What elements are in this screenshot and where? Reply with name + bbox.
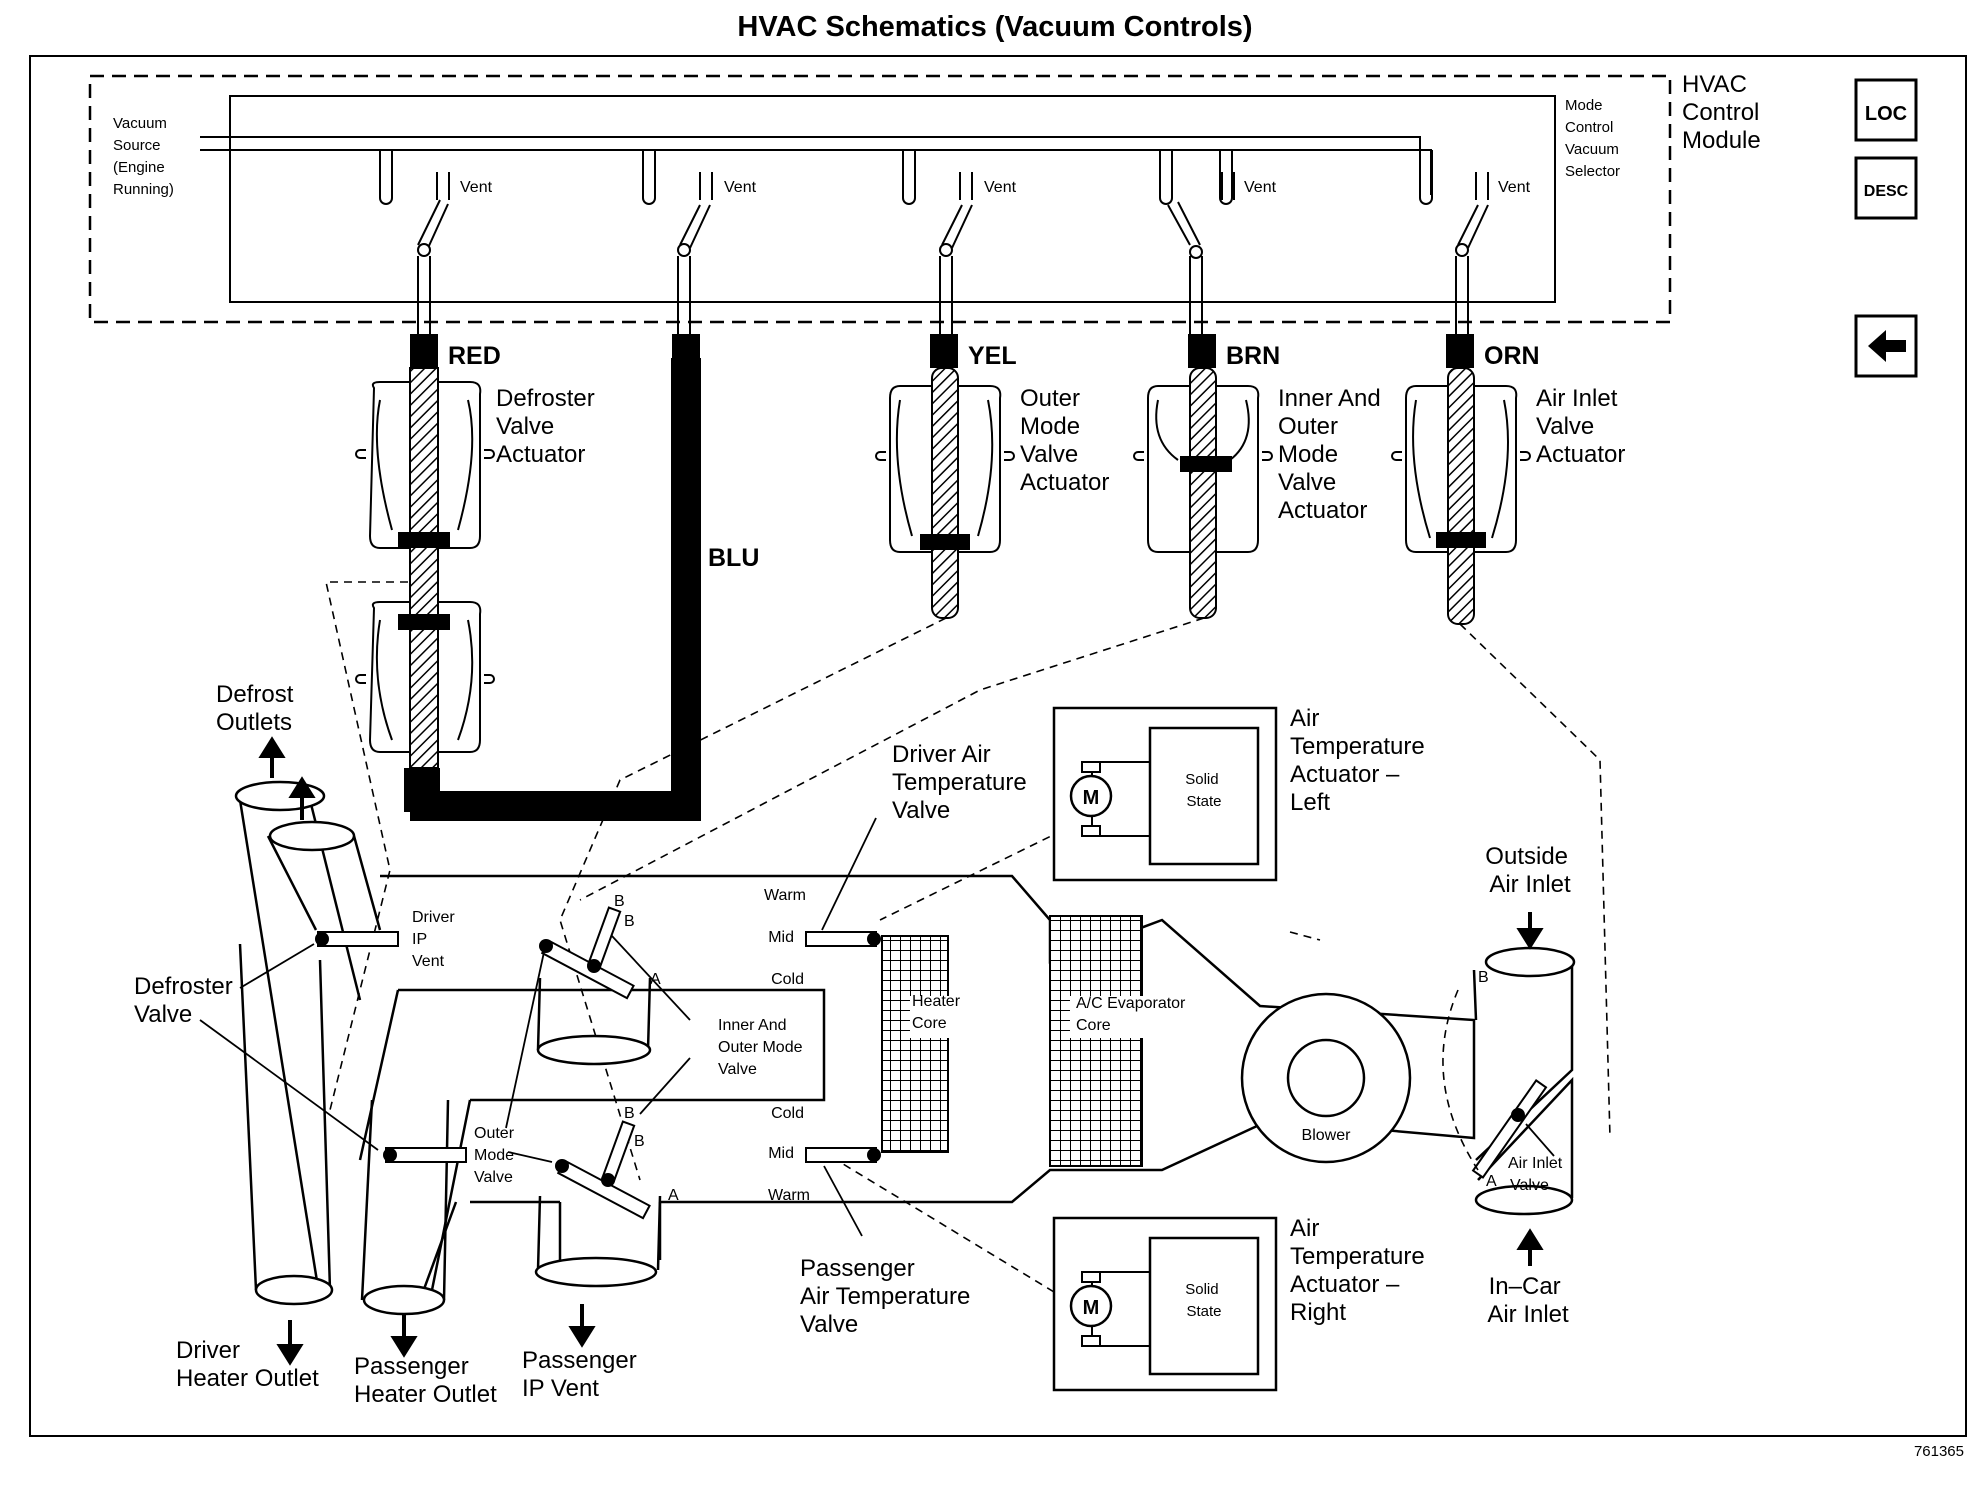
heater-core (881, 935, 949, 1153)
outside-air-inlet-label: Outside Air Inlet (1485, 843, 1574, 898)
driver-ip-vent-label: Driver IP Vent (412, 909, 459, 970)
valve-b-label-2: B (624, 913, 635, 930)
cold-top-label: Cold (771, 971, 804, 988)
vacuum-source-label: Vacuum Source (Engine Running) (113, 115, 174, 198)
in-car-air-inlet-label: In–Car Air Inlet (1487, 1273, 1569, 1328)
air-inlet-valve-actuator (1391, 367, 1531, 625)
defrost-outlets-label: Defrost Outlets (216, 681, 300, 736)
wire-red-label: RED (448, 342, 501, 370)
callout-lines (199, 817, 1555, 1237)
passenger-ip-vent-label: Passenger IP Vent (522, 1347, 643, 1402)
outlet-tubes (234, 780, 662, 1316)
wire-blu-label: BLU (708, 544, 759, 572)
left-arrow-icon (1868, 330, 1906, 362)
wire-brn-label: BRN (1226, 342, 1280, 370)
figure-number: 761365 (1914, 1443, 1964, 1460)
heater-core-label: Heater Core (912, 993, 964, 1032)
selector-switches (417, 199, 1489, 259)
motor-left-label: M (1083, 787, 1100, 809)
air-inlet-actuator-label: Air Inlet Valve Actuator (1536, 385, 1625, 468)
outer-mode-valve-label: Outer Mode Valve (474, 1125, 518, 1186)
vent-label-2: Vent (724, 179, 757, 196)
outer-mode-actuator-label: Outer Mode Valve Actuator (1020, 385, 1109, 496)
ac-evaporator-core (1049, 915, 1143, 1167)
inlet-a-label: A (1486, 1173, 1497, 1190)
valve-a-label-1: A (650, 971, 661, 988)
mode-valve-flaps (315, 906, 881, 1220)
driver-heater-outlet-label: Driver Heater Outlet (176, 1337, 319, 1392)
inner-outer-mode-actuator-label: Inner And Outer Mode Valve Actuator (1278, 385, 1387, 524)
wire-orn-label: ORN (1484, 342, 1540, 370)
air-inlet-duct (1472, 946, 1576, 1216)
vacuum-ports (379, 150, 1489, 205)
desc-button-label: DESC (1864, 183, 1909, 200)
defroster-valve-label: Defroster Valve (134, 973, 239, 1028)
vent-label-1: Vent (460, 179, 493, 196)
vent-label-4: Vent (1244, 179, 1277, 196)
outer-mode-valve-actuator (875, 367, 1015, 619)
valve-b-label-4: B (634, 1133, 645, 1150)
mode-selector-box (229, 95, 1556, 303)
air-temp-actuator-left (1052, 706, 1278, 882)
blu-vacuum-hose (410, 358, 701, 821)
linkage-lines (325, 581, 1611, 1293)
blower-label: Blower (1302, 1127, 1352, 1144)
solid-state-right-label: Solid State (1185, 1281, 1223, 1320)
passenger-heater-outlet-label: Passenger Heater Outlet (354, 1353, 497, 1408)
warm-top-label: Warm (764, 887, 806, 904)
back-button[interactable] (1854, 314, 1918, 378)
driver-air-temp-valve-label: Driver Air Temperature Valve (892, 741, 1033, 824)
inner-outer-mode-valve-actuator (1133, 367, 1273, 619)
valve-b-label-3: B (624, 1105, 635, 1122)
air-inlet-valve-label: Air Inlet Valve (1508, 1155, 1567, 1194)
inlet-b-label: B (1478, 969, 1489, 986)
warm-bottom-label: Warm (768, 1187, 810, 1204)
passenger-air-temp-valve-label: Passenger Air Temperature Valve (800, 1255, 977, 1338)
valve-b-label-1: B (614, 893, 625, 910)
wire-yel-label: YEL (968, 342, 1017, 370)
inner-outer-mode-valve-label: Inner And Outer Mode Valve (718, 1017, 807, 1078)
wire-connectors (410, 334, 1474, 368)
motor-right-label: M (1083, 1297, 1100, 1319)
air-temp-left-label: Air Temperature Actuator – Left (1290, 705, 1431, 816)
air-inlet-valve-flap (1442, 989, 1548, 1179)
desc-button[interactable]: DESC (1854, 156, 1918, 220)
mid-top-label: Mid (768, 929, 794, 946)
vent-label-5: Vent (1498, 179, 1531, 196)
defroster-actuator-label: Defroster Valve Actuator (496, 385, 601, 468)
ac-evaporator-label: A/C Evaporator Core (1076, 995, 1190, 1034)
hvac-control-module-label: HVAC Control Module (1682, 71, 1766, 154)
valve-a-label-2: A (668, 1187, 679, 1204)
loc-button[interactable]: LOC (1854, 78, 1918, 142)
air-temp-actuator-right (1052, 1216, 1278, 1392)
mid-bottom-label: Mid (768, 1145, 794, 1162)
airflow-arrows (258, 736, 1544, 1366)
page-title: HVAC Schematics (Vacuum Controls) (737, 11, 1252, 43)
cold-bottom-label: Cold (771, 1105, 804, 1122)
solid-state-left-label: Solid State (1185, 771, 1223, 810)
blower (1240, 992, 1412, 1164)
diagram-frame (29, 55, 1967, 1437)
hvac-control-module-box (88, 74, 1672, 324)
air-temp-right-label: Air Temperature Actuator – Right (1290, 1215, 1431, 1326)
loc-button-label: LOC (1865, 103, 1907, 125)
mode-selector-label: Mode Control Vacuum Selector (1565, 97, 1623, 180)
vent-label-3: Vent (984, 179, 1017, 196)
defroster-valve-actuator (355, 367, 495, 812)
